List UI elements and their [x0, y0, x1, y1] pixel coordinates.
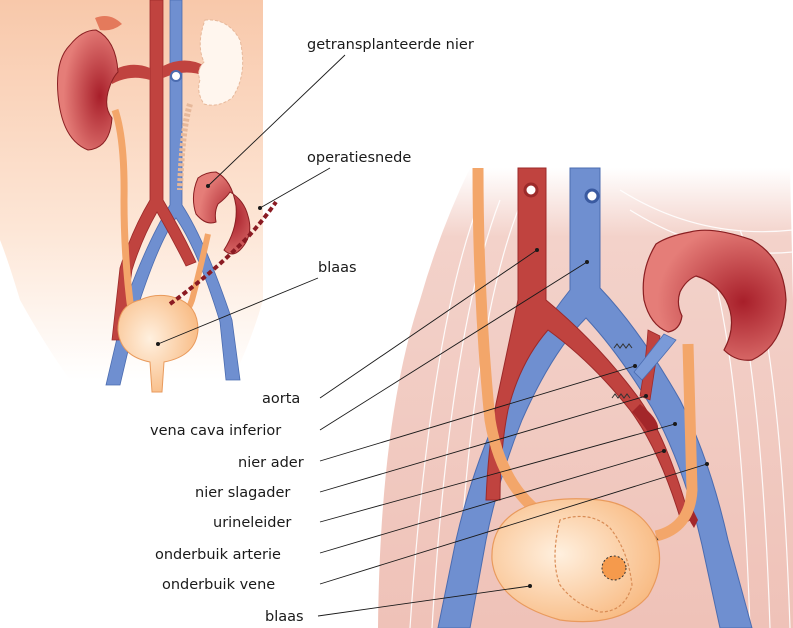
detail-illustration: [378, 168, 793, 628]
dot-vena-cava: [585, 260, 589, 264]
label-aorta: aorta: [262, 391, 300, 407]
dot-renal-artery: [644, 394, 648, 398]
overview-vessel-section: [171, 71, 181, 81]
label-iliac-artery: onderbuik arterie: [155, 547, 281, 563]
overview-illustration: [0, 0, 276, 392]
dot-ureter: [673, 422, 677, 426]
dot-transplanted-kidney: [206, 184, 210, 188]
leader-incision: [260, 168, 330, 208]
label-bladder-overview: blaas: [318, 260, 357, 276]
dot-bladder-overview: [156, 342, 160, 346]
dot-bladder-detail: [528, 584, 532, 588]
vena-cava-section: [586, 190, 598, 202]
dot-iliac-artery: [662, 449, 666, 453]
label-transplanted-kidney: getransplanteerde nier: [307, 37, 474, 53]
dot-incision: [258, 206, 262, 210]
dot-aorta: [535, 248, 539, 252]
dot-renal-vein: [633, 364, 637, 368]
ureter-implant-site: [602, 556, 626, 580]
label-renal-artery: nier slagader: [195, 485, 290, 501]
label-incision: operatiesnede: [307, 150, 411, 166]
label-vena-cava: vena cava inferior: [150, 423, 281, 439]
aorta-section: [525, 184, 537, 196]
dot-iliac-vein: [705, 462, 709, 466]
label-bladder-detail: blaas: [265, 609, 304, 625]
label-iliac-vein: onderbuik vene: [162, 577, 275, 593]
label-ureter: urineleider: [213, 515, 291, 531]
label-renal-vein: nier ader: [238, 455, 304, 471]
